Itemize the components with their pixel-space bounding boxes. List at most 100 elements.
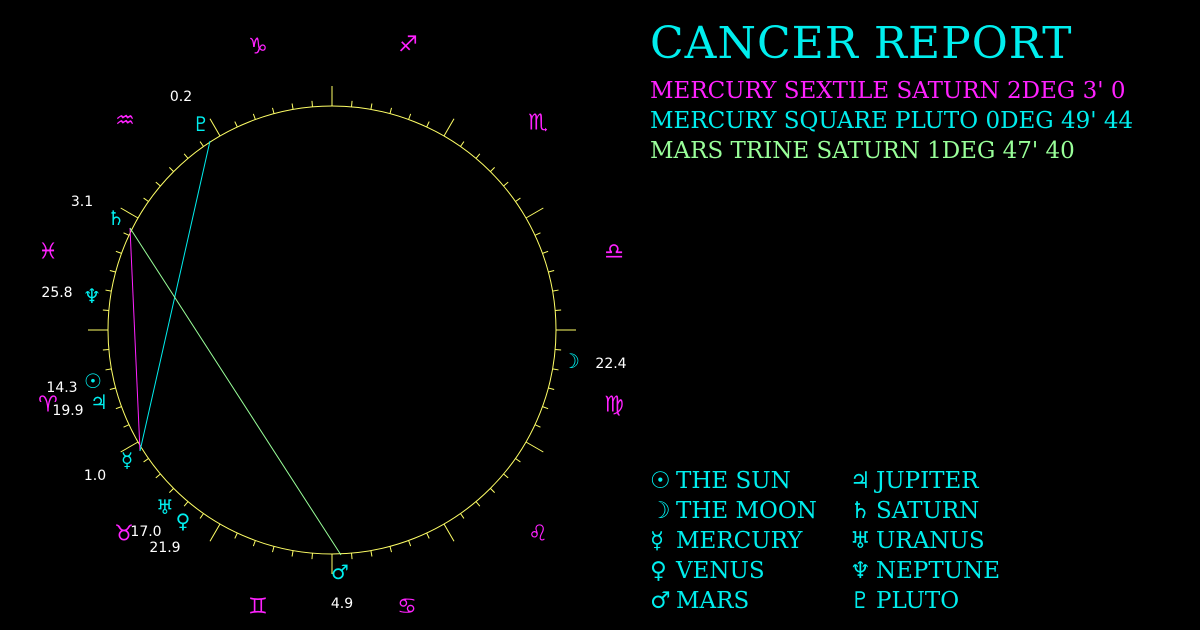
venus-planet-icon: ♀ — [176, 509, 191, 533]
neptune-icon: ♆ — [850, 558, 871, 584]
capricorn-sign-icon: ♑ — [248, 35, 268, 60]
jupiter-planet-icon: ♃ — [90, 390, 108, 414]
minor-tick — [115, 406, 122, 410]
libra-sign-icon: ♎ — [604, 240, 624, 265]
legend-moon: ☽THE MOON — [650, 498, 817, 524]
report-title: CANCER REPORT — [650, 18, 1073, 69]
virgo-sign-icon: ♍ — [604, 393, 624, 418]
minor-tick — [123, 232, 130, 236]
minor-tick — [534, 232, 541, 236]
mercury-pluto-aspect-line — [139, 140, 211, 452]
minor-tick — [102, 349, 109, 351]
aspect-line-3: MARS TRINE SATURN 1DEG 47' 40 — [650, 138, 1075, 164]
minor-tick — [548, 387, 555, 391]
legend-jupiter: ♃JUPITER — [850, 468, 979, 494]
minor-tick — [105, 289, 112, 292]
saturn-planet-icon: ♄ — [107, 206, 125, 230]
legend-pluto: ♇PLUTO — [850, 588, 960, 614]
sun-icon: ☉ — [650, 468, 671, 494]
minor-tick — [351, 553, 353, 560]
minor-tick — [102, 309, 109, 311]
legend-neptune: ♆NEPTUNE — [850, 558, 1001, 584]
sagittarius-sign-icon: ♐ — [398, 33, 418, 58]
major-tick — [209, 118, 221, 137]
major-tick — [120, 207, 139, 219]
minor-tick — [460, 141, 465, 147]
sun-degree-label: 14.3 — [46, 380, 77, 396]
minor-tick — [548, 269, 555, 273]
minor-tick — [291, 550, 294, 557]
chart-wheel: ♑♐♏♎♍♌♋♊♉♈♓♒♇0.2♄3.1♆25.8☉14.3♃19.9☿1.0♅… — [38, 33, 627, 620]
minor-tick — [183, 501, 189, 507]
major-tick — [120, 441, 139, 453]
minor-tick — [351, 100, 353, 107]
minor-tick — [475, 153, 481, 159]
saturn-icon: ♄ — [850, 498, 871, 524]
major-tick — [443, 523, 455, 542]
mercury-saturn-aspect-line — [129, 227, 141, 452]
pisces-sign-icon: ♓ — [38, 240, 58, 265]
neptune-degree-label: 25.8 — [41, 285, 72, 301]
venus-degree-label: 21.9 — [149, 540, 180, 556]
mars-planet-icon: ♂ — [331, 560, 349, 584]
mercury-planet-icon: ☿ — [121, 448, 133, 472]
minor-tick — [252, 540, 256, 547]
tick-marks — [88, 86, 576, 574]
minor-tick — [271, 546, 275, 553]
minor-tick — [542, 406, 549, 410]
aspect-line-1: MERCURY SEXTILE SATURN 2DEG 3' 0 — [650, 78, 1126, 104]
minor-tick — [555, 349, 562, 351]
legend-mercury: ☿MERCURY — [650, 528, 803, 554]
minor-tick — [503, 473, 509, 479]
pluto-planet-icon: ♇ — [192, 112, 210, 136]
minor-tick — [155, 473, 161, 479]
minor-tick — [534, 424, 541, 428]
moon-icon: ☽ — [650, 498, 671, 524]
minor-tick — [271, 107, 275, 114]
minor-tick — [552, 368, 559, 371]
minor-tick — [426, 532, 430, 539]
mars-icon: ♂ — [650, 588, 671, 614]
mercury-icon: ☿ — [650, 528, 665, 554]
saturn-degree-label: 3.1 — [71, 194, 93, 210]
minor-tick — [291, 103, 294, 110]
minor-tick — [199, 513, 204, 519]
uranus-degree-label: 17.0 — [130, 524, 161, 540]
neptune-planet-icon: ♆ — [83, 284, 101, 308]
minor-tick — [503, 181, 509, 187]
pluto-icon: ♇ — [850, 588, 871, 614]
minor-tick — [143, 197, 149, 202]
minor-tick — [155, 181, 161, 187]
aries-sign-icon: ♈ — [38, 393, 58, 418]
pluto-degree-label: 0.2 — [170, 89, 192, 105]
major-tick — [525, 207, 544, 219]
minor-tick — [515, 458, 521, 463]
mars-saturn-aspect-line — [129, 227, 342, 556]
minor-tick — [105, 368, 112, 371]
moon-planet-icon: ☽ — [562, 349, 580, 373]
minor-tick — [490, 167, 495, 172]
minor-tick — [426, 121, 430, 128]
major-tick — [209, 523, 221, 542]
jupiter-icon: ♃ — [850, 468, 871, 494]
minor-tick — [370, 550, 373, 557]
minor-tick — [143, 458, 149, 463]
minor-tick — [123, 424, 130, 428]
zodiac-ring — [107, 105, 557, 555]
legend-mars: ♂MARS — [650, 588, 750, 614]
minor-tick — [115, 250, 122, 254]
minor-tick — [199, 141, 204, 147]
mercury-degree-label: 1.0 — [84, 468, 106, 484]
minor-tick — [370, 103, 373, 110]
legend-saturn: ♄SATURN — [850, 498, 980, 524]
major-tick — [525, 441, 544, 453]
minor-tick — [552, 289, 559, 292]
jupiter-degree-label: 19.9 — [52, 403, 83, 419]
minor-tick — [252, 113, 256, 120]
legend-uranus: ♅URANUS — [850, 528, 985, 554]
minor-tick — [408, 113, 412, 120]
minor-tick — [311, 553, 313, 560]
minor-tick — [460, 513, 465, 519]
leo-sign-icon: ♌ — [528, 522, 548, 547]
sun-planet-icon: ☉ — [84, 369, 102, 393]
